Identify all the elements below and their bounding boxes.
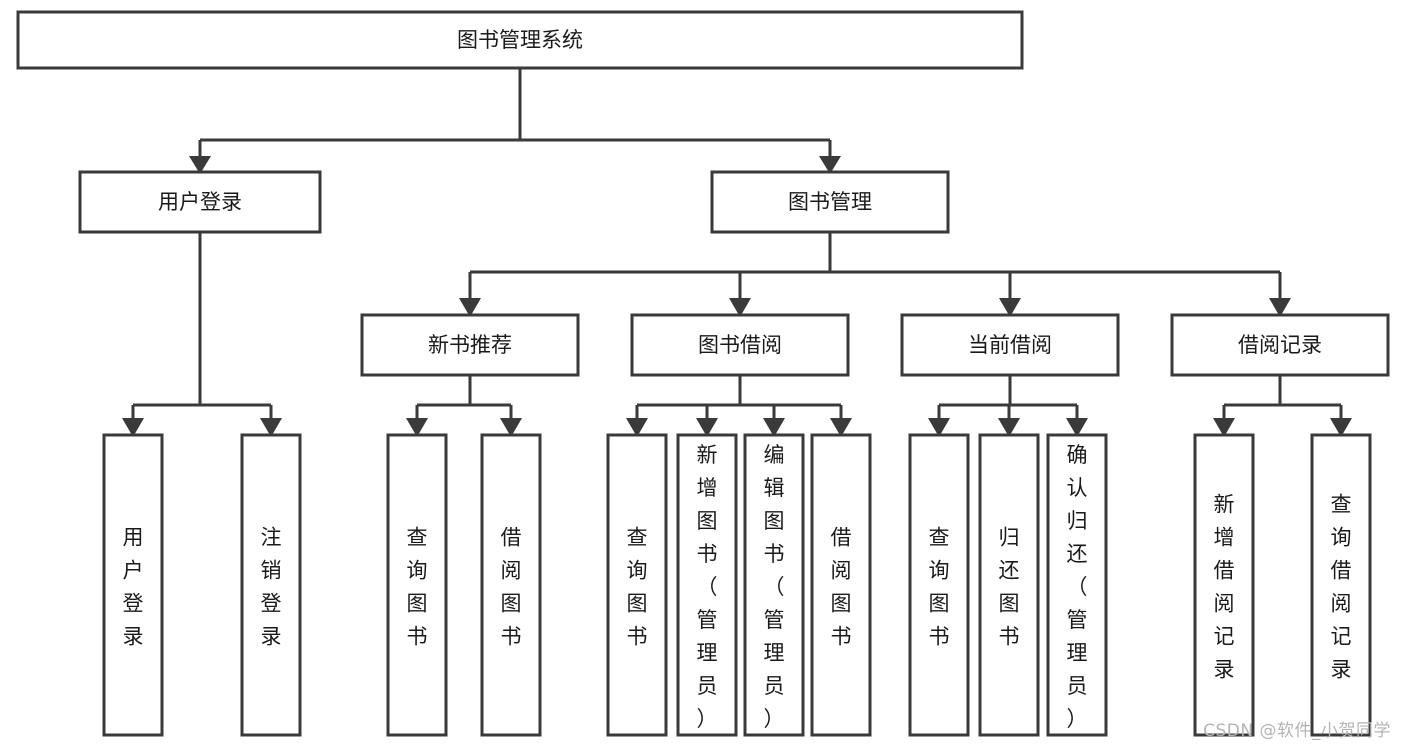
leaf-node-confirm-return-admin-box[interactable] <box>1046 433 1108 737</box>
node-current-borrow[interactable]: 当前借阅 <box>900 313 1120 377</box>
leaf-node-add-book-admin-label: 新增图书（管理员） <box>697 443 718 731</box>
leaf-node-user-login-label: 用户登录 <box>123 526 144 649</box>
leaf-node-query-book-recommend-box[interactable] <box>386 433 448 737</box>
leaf-node-add-borrow-record-label: 新增借阅记录 <box>1214 493 1235 682</box>
leaf-node-confirm-return-admin-label: 确认归还（管理员） <box>1067 443 1088 731</box>
arrowhead-leaf-2 <box>260 418 282 437</box>
leaf-node-borrow-book-recommend[interactable]: 借阅图书 <box>480 433 542 737</box>
node-user-login-label: 用户登录 <box>158 190 242 214</box>
arrowhead-leaf-9 <box>928 418 950 437</box>
leaf-node-user-login[interactable]: 用户登录 <box>102 433 164 737</box>
arrowhead-leaf-13 <box>1330 418 1352 437</box>
arrowhead-leaf-8 <box>830 418 852 437</box>
connector-user-login-to-leaves <box>122 232 282 437</box>
leaf-node-return-book-box[interactable] <box>978 433 1040 737</box>
node-book-borrow-box[interactable] <box>630 313 850 377</box>
node-root-system-label: 图书管理系统 <box>457 28 583 52</box>
arrowhead-leaf-3 <box>406 418 428 437</box>
node-root-system-box[interactable] <box>16 10 1024 70</box>
arrowhead-leaf-6 <box>696 418 718 437</box>
arrowhead-leaf-5 <box>626 418 648 437</box>
leaf-node-add-book-admin[interactable]: 新增图书（管理员） <box>676 433 738 737</box>
node-root-system[interactable]: 图书管理系统 <box>16 10 1024 70</box>
node-current-borrow-label: 当前借阅 <box>968 333 1052 357</box>
arrowhead-leaf-10 <box>998 418 1020 437</box>
arrowhead-borrow-record <box>1269 298 1291 317</box>
leaf-node-query-book-borrow-box[interactable] <box>606 433 668 737</box>
leaf-node-add-book-admin-box[interactable] <box>676 433 738 737</box>
arrowhead-leaf-11 <box>1066 418 1088 437</box>
arrowhead-borrow <box>729 298 751 317</box>
connector-new-book-to-leaves <box>406 375 522 437</box>
arrowhead-new-book <box>459 298 481 317</box>
watermark-text: CSDN @软件_小贺同学 <box>1203 721 1391 741</box>
leaf-node-query-borrow-record-label: 查询借阅记录 <box>1331 493 1352 682</box>
node-current-borrow-box[interactable] <box>900 313 1120 377</box>
arrowhead-current-borrow <box>999 298 1021 317</box>
node-user-login-box[interactable] <box>78 170 322 234</box>
leaf-node-logout-box[interactable] <box>240 433 302 737</box>
node-new-book-recommend-label: 新书推荐 <box>428 333 512 357</box>
leaf-node-edit-book-admin[interactable]: 编辑图书（管理员） <box>743 433 805 737</box>
leaf-node-query-book-current[interactable]: 查询图书 <box>908 433 970 737</box>
connector-current-borrow-to-leaves <box>928 375 1088 437</box>
connector-root-to-level2 <box>189 68 841 174</box>
leaf-node-query-book-current-label: 查询图书 <box>929 526 950 649</box>
node-new-book-recommend-box[interactable] <box>360 313 580 377</box>
node-borrow-record-box[interactable] <box>1170 313 1390 377</box>
leaf-node-borrow-book-recommend-label: 借阅图书 <box>501 526 522 649</box>
node-book-borrow-label: 图书借阅 <box>698 333 782 357</box>
node-book-management[interactable]: 图书管理 <box>710 170 950 234</box>
leaf-node-edit-book-admin-label: 编辑图书（管理员） <box>764 443 785 731</box>
leaf-node-return-book[interactable]: 归还图书 <box>978 433 1040 737</box>
connector-book-mgmt-to-level3 <box>459 232 1291 317</box>
node-borrow-record-label: 借阅记录 <box>1238 333 1322 357</box>
connector-borrow-record-to-leaves <box>1213 375 1352 437</box>
leaf-node-query-borrow-record-box[interactable] <box>1310 433 1372 737</box>
arrowhead-book-mgmt <box>819 156 841 174</box>
leaf-node-query-book-recommend[interactable]: 查询图书 <box>386 433 448 737</box>
leaf-node-borrow-book[interactable]: 借阅图书 <box>810 433 872 737</box>
node-user-login[interactable]: 用户登录 <box>78 170 322 234</box>
leaf-node-edit-book-admin-box[interactable] <box>743 433 805 737</box>
connector-borrow-to-leaves <box>626 375 852 437</box>
leaf-node-add-borrow-record[interactable]: 新增借阅记录 <box>1193 433 1255 737</box>
leaf-node-logout[interactable]: 注销登录 <box>240 433 302 737</box>
arrowhead-leaf-4 <box>500 418 522 437</box>
leaf-node-user-login-box[interactable] <box>102 433 164 737</box>
leaf-node-confirm-return-admin[interactable]: 确认归还（管理员） <box>1046 433 1108 737</box>
leaf-node-borrow-book-box[interactable] <box>810 433 872 737</box>
node-book-management-box[interactable] <box>710 170 950 234</box>
arrowhead-leaf-7 <box>763 418 785 437</box>
arrowhead-user-login <box>189 156 211 174</box>
leaf-node-borrow-book-label: 借阅图书 <box>831 526 852 649</box>
leaf-node-add-borrow-record-box[interactable] <box>1193 433 1255 737</box>
leaf-node-query-book-current-box[interactable] <box>908 433 970 737</box>
leaf-node-query-book-recommend-label: 查询图书 <box>407 526 428 649</box>
leaf-node-borrow-book-recommend-box[interactable] <box>480 433 542 737</box>
leaf-node-query-book-borrow-label: 查询图书 <box>627 526 648 649</box>
arrowhead-leaf-12 <box>1213 418 1235 437</box>
leaf-node-query-book-borrow[interactable]: 查询图书 <box>606 433 668 737</box>
arrowhead-leaf-1 <box>122 418 144 437</box>
node-book-management-label: 图书管理 <box>788 190 872 214</box>
leaf-node-return-book-label: 归还图书 <box>999 526 1020 649</box>
node-borrow-record[interactable]: 借阅记录 <box>1170 313 1390 377</box>
leaf-node-logout-label: 注销登录 <box>261 526 282 649</box>
leaf-node-query-borrow-record[interactable]: 查询借阅记录 <box>1310 433 1372 737</box>
node-book-borrow[interactable]: 图书借阅 <box>630 313 850 377</box>
node-new-book-recommend[interactable]: 新书推荐 <box>360 313 580 377</box>
